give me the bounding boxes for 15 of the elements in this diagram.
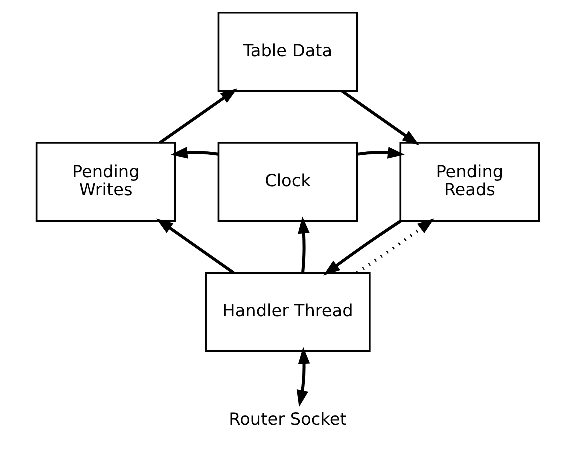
arrow [340, 90, 419, 146]
node-box: Handler Thread [204, 272, 370, 352]
node-box: Pending Writes [35, 142, 176, 222]
arrow [158, 88, 238, 144]
node-text: Router Socket [228, 409, 346, 430]
arrow [298, 216, 310, 274]
node-box: Table Data [217, 12, 358, 92]
node-box: Clock [217, 142, 358, 222]
arrow [356, 218, 434, 274]
arrow [356, 147, 404, 159]
arrow [170, 147, 218, 159]
arrow [323, 220, 402, 276]
node-box: Pending Reads [399, 142, 540, 222]
arrow [296, 347, 310, 408]
arrow [156, 218, 234, 274]
